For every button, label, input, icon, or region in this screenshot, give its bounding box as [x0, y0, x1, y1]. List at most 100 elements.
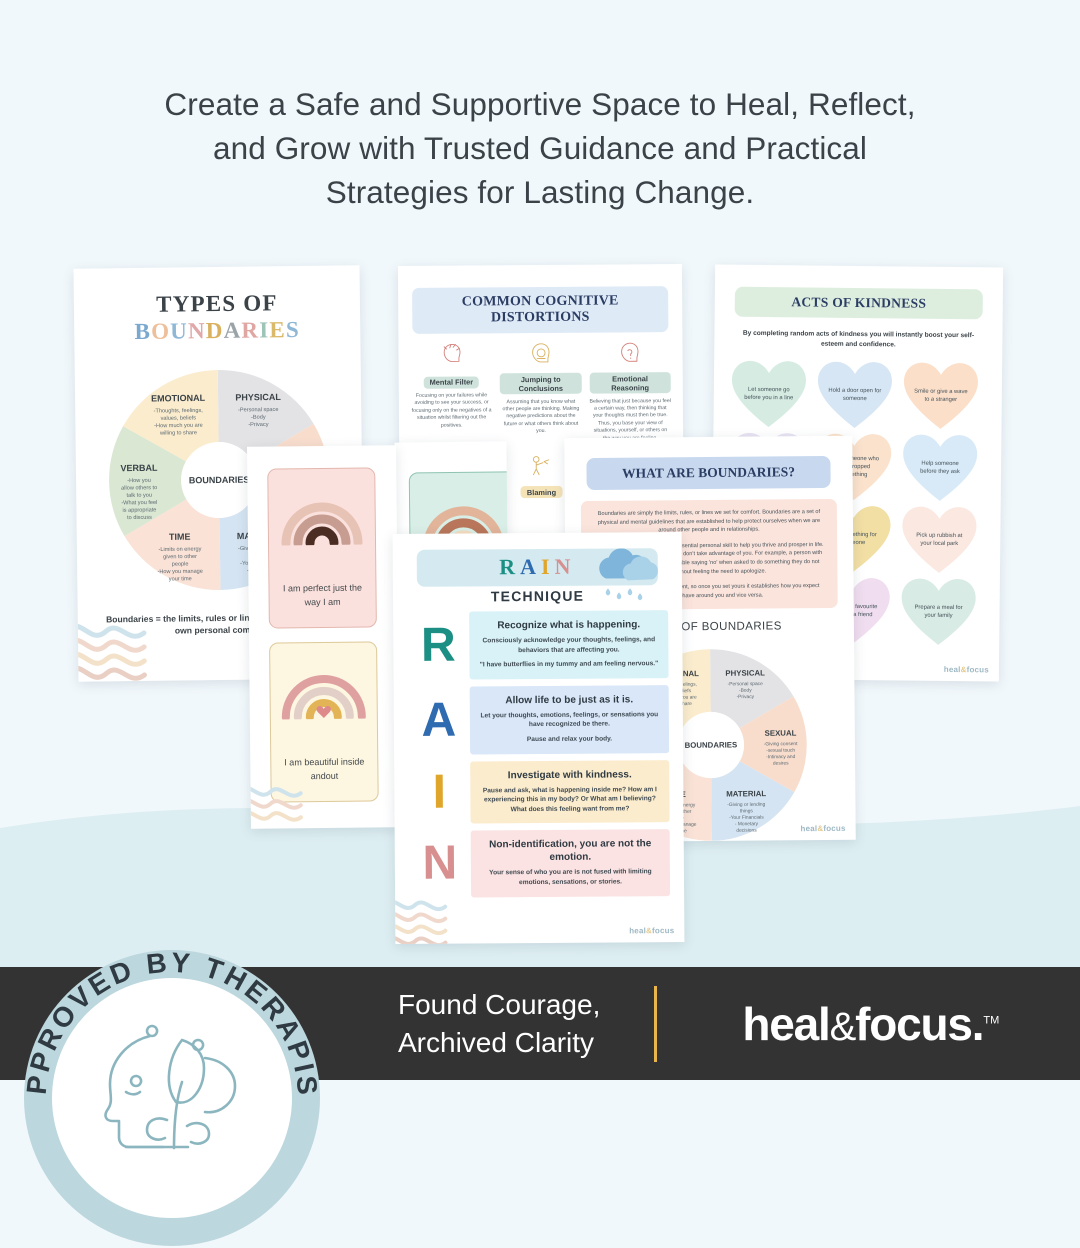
boundaries-title-line1: TYPES OF [156, 290, 278, 317]
wheel-segment-detail: -Personal space [238, 407, 278, 413]
distortion-name: Emotional Reasoning [589, 372, 671, 394]
rain-step-body-secondary: "I have butterflies in my tummy and am f… [479, 660, 659, 669]
distortion-name: Jumping to Conclusions [500, 372, 582, 395]
headline-line-1: Create a Safe and Supportive Space to He… [164, 86, 916, 122]
wheel-center [677, 712, 745, 779]
rain-step-heading: Investigate with kindness. [507, 768, 632, 781]
kindness-heart-text: Help someone before they ask [920, 460, 960, 476]
headline-line-3: Strategies for Lasting Change. [325, 174, 755, 210]
headline-line-2: and Grow with Trusted Guidance and Pract… [213, 130, 867, 166]
kindness-heart: Help someone before they ask [901, 432, 980, 503]
brand-ampersand: & [829, 1004, 857, 1049]
kindness-heart: Let someone go before you in a line [729, 359, 808, 430]
wheel-segment-label: EMOTIONAL [151, 393, 206, 404]
watermark-whatare: heal&focus [800, 823, 846, 834]
wheel-segment-label: SEXUAL [765, 729, 797, 738]
wheel-segment-detail: -sexual touch [766, 748, 795, 754]
wheel-segment-detail: -Body [251, 415, 266, 421]
boundaries-letter: A [223, 317, 242, 343]
wheel-segment-detail: things [740, 809, 754, 815]
head-filter-icon [410, 342, 492, 372]
distortion-body: Believing that just because you feel a c… [589, 397, 671, 442]
wheel-segment-detail: to discuss [127, 515, 152, 521]
rain-step-body: Let your thoughts, emotions, feelings, o… [480, 710, 659, 729]
wheel-segment [123, 370, 219, 462]
rain-step: N Non-identification, you are not the emo… [409, 829, 671, 898]
wheel-segment-detail: desires [773, 761, 789, 767]
rain-step-box: Non-identification, you are not the emot… [470, 829, 671, 898]
rain-step-body: Your sense of who you are is not fused w… [489, 868, 652, 887]
wheel-segment-detail: -How much you are [154, 423, 203, 430]
affirmation-card-cream[interactable]: I am beautiful inside andout [269, 641, 379, 803]
wheel-segment-detail: -Body [739, 688, 752, 694]
wheel-segment-detail: -Privacy [737, 694, 755, 700]
rain-step-heading: Recognize what is happening. [497, 619, 641, 632]
rain-step: I Investigate with kindness. Pause and ask… [408, 759, 670, 825]
boundaries-letter: U [170, 318, 189, 344]
rain-step: R Recognize what is happening. Consciously… [407, 610, 669, 680]
boundaries-letter: D [205, 317, 224, 344]
affirmation-text-1: I am perfect just the way I am [282, 582, 363, 608]
wheel-segment-detail: -Intimacy and [766, 754, 796, 760]
boundaries-letter: I [259, 317, 270, 343]
wheel-segment-detail: talk to you [126, 493, 152, 499]
boundaries-title-line2: BOUNDARIES [74, 316, 360, 345]
watermark-rain: heal&focus [629, 926, 675, 936]
distortion-body: Focusing on your failures while avoiding… [411, 392, 492, 429]
wheel-segment-detail: -What you feel [121, 500, 157, 506]
rain-step-body: Consciously acknowledge your thoughts, f… [482, 636, 656, 654]
whatare-title: WHAT ARE BOUNDARIES? [586, 455, 831, 491]
kindness-subtitle: By completing random acts of kindness yo… [742, 329, 975, 349]
distortion-name: Mental Filter [423, 375, 480, 389]
wheel-segment-detail: given to other [163, 554, 197, 560]
kindness-heart-text: Smile or give a wave to a stranger [914, 388, 968, 404]
wheel-segment [217, 370, 314, 461]
wheel-segment-label: VERBAL [120, 463, 158, 473]
rain-step-body-secondary: Pause and relax your body. [526, 735, 613, 744]
boundaries-letter: S [285, 317, 301, 343]
footer-tagline: Found Courage, Archived Clarity [398, 986, 600, 1062]
wheel-segment-detail: -How you [127, 478, 151, 484]
boundaries-letter: E [269, 317, 287, 343]
wheel-segment-detail: -Personal space [728, 681, 763, 687]
corner-wave-decor-rain [392, 899, 448, 945]
wheel-segment-detail: -Thoughts, feelings, [154, 408, 204, 415]
kindness-heart-text: Pick up rubbish at your local park [916, 532, 963, 548]
wheel-segment-label: PHYSICAL [235, 392, 281, 403]
distortion-name: Blaming [520, 486, 563, 499]
corner-wave-decor [73, 623, 147, 681]
wheel-segment-detail: your time [169, 576, 192, 582]
kindness-heart: Prepare a meal for your family [899, 576, 978, 647]
kindness-heart: Pick up rubbish at your local park [900, 504, 979, 575]
wheel-segment-detail: values, beliefs [161, 415, 197, 421]
distortions-title: COMMON COGNITIVE DISTORTIONS [412, 286, 669, 334]
rain-step-box: Recognize what is happening. Consciously … [469, 610, 669, 680]
rain-letter: I [540, 553, 555, 579]
distortion-body: Assuming that you know what other people… [502, 398, 580, 435]
rain-steps: R Recognize what is happening. Consciously… [393, 610, 684, 898]
pointing-finger-icon [501, 453, 583, 483]
tagline-line-2: Archived Clarity [398, 1026, 595, 1058]
wheel-segment-detail: people [172, 561, 189, 567]
kindness-heart-text: Prepare a meal for your family [914, 604, 963, 620]
rain-step-heading: Non-identification, you are not the emot… [489, 838, 652, 864]
head-crystalball-icon [500, 342, 582, 372]
rain-step-letter: R [420, 618, 456, 672]
wheel-segment [124, 499, 221, 590]
wheel-segment-detail: -How you manage [157, 569, 202, 576]
rain-step-letter: A [421, 693, 457, 747]
wheel-segment [109, 426, 187, 537]
kindness-title: ACTS OF KINDNESS [734, 286, 983, 320]
page-headline: Create a Safe and Supportive Space to He… [0, 82, 1080, 214]
rain-step-body: Pause and ask, what is happening inside … [482, 785, 657, 813]
poster-affirmation-cards-left[interactable]: I am perfect just the way I am I am beau… [247, 445, 400, 829]
rain-step-letter: I [432, 765, 447, 819]
rain-step-letter: N [422, 837, 458, 891]
watermark-kindness: heal&focus [943, 664, 989, 675]
affirmation-card-pink[interactable]: I am perfect just the way I am [267, 467, 377, 629]
